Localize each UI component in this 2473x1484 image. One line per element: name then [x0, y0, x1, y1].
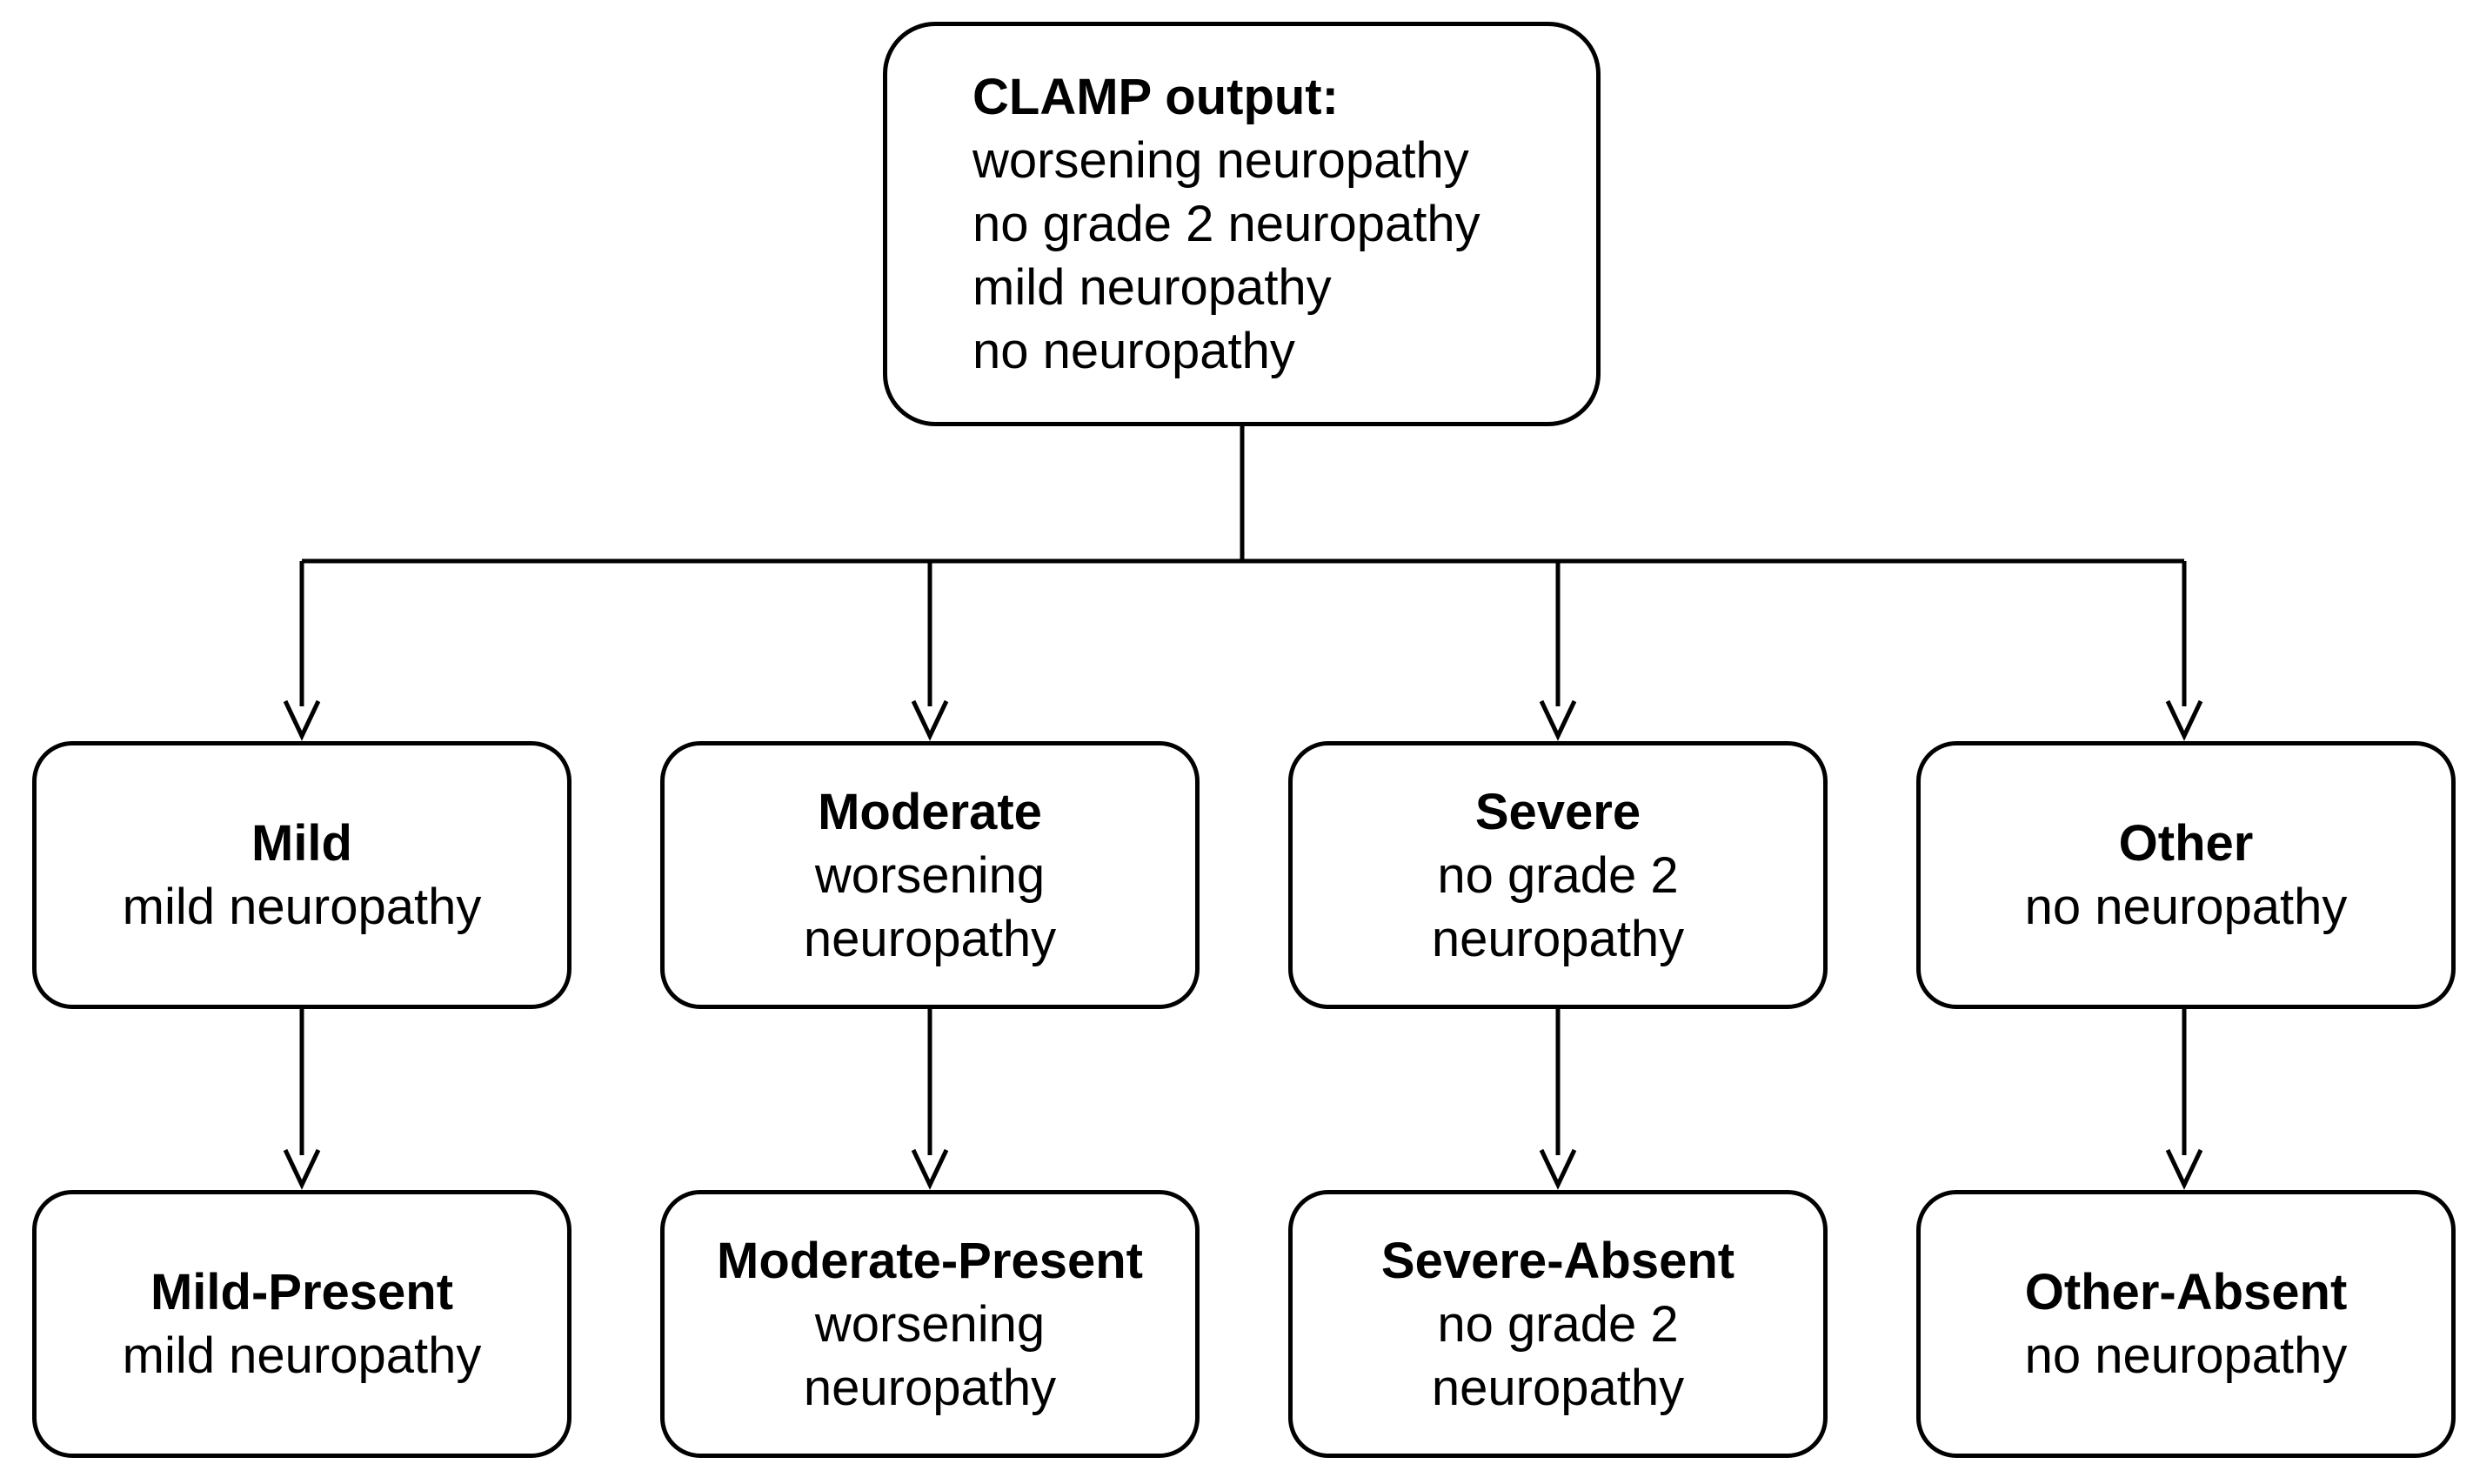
- clamp-output-line: worsening neuropathy: [972, 132, 1469, 189]
- result-box-mild-present: Mild-Present mild neuropathy: [32, 1190, 571, 1458]
- category-line: no neuropathy: [2024, 879, 2348, 935]
- category-title: Severe: [1474, 783, 1641, 840]
- category-title: Other: [2118, 815, 2254, 872]
- clamp-output-box: CLAMP output: worsening neuropathy no gr…: [883, 22, 1601, 426]
- category-line: mild neuropathy: [122, 879, 482, 935]
- category-line: neuropathy: [1431, 910, 1685, 967]
- arrowhead-moderate: [911, 699, 949, 741]
- result-box-severe-absent: Severe-Absent no grade 2 neuropathy: [1288, 1190, 1828, 1458]
- arrowhead-mild: [283, 699, 321, 741]
- result-box-other-absent: Other-Absent no neuropathy: [1916, 1190, 2456, 1458]
- category-box-mild: Mild mild neuropathy: [32, 741, 571, 1009]
- result-title: Moderate-Present: [717, 1232, 1143, 1289]
- arrowhead-moderate-present: [911, 1148, 949, 1190]
- clamp-output-title: CLAMP output:: [972, 69, 1339, 125]
- category-line: no grade 2: [1437, 846, 1679, 904]
- arrowhead-other: [2165, 699, 2203, 741]
- result-line: worsening: [814, 1295, 1046, 1353]
- result-line: neuropathy: [803, 1359, 1057, 1416]
- category-line: neuropathy: [803, 910, 1057, 967]
- clamp-output-line: no neuropathy: [972, 323, 1295, 379]
- arrowhead-other-absent: [2165, 1148, 2203, 1190]
- arrowhead-severe-absent: [1539, 1148, 1577, 1190]
- clamp-output-line: mild neuropathy: [972, 259, 1332, 316]
- result-title: Other-Absent: [2024, 1264, 2348, 1320]
- clamp-output-line: no grade 2 neuropathy: [972, 196, 1480, 252]
- category-title: Mild: [251, 815, 352, 872]
- category-box-moderate: Moderate worsening neuropathy: [660, 741, 1200, 1009]
- category-line: worsening: [814, 846, 1046, 904]
- category-title: Moderate: [818, 783, 1042, 840]
- result-box-moderate-present: Moderate-Present worsening neuropathy: [660, 1190, 1200, 1458]
- result-line: no neuropathy: [2024, 1327, 2348, 1384]
- result-title: Severe-Absent: [1380, 1232, 1735, 1289]
- arrowhead-mild-present: [283, 1148, 321, 1190]
- result-title: Mild-Present: [150, 1264, 454, 1320]
- result-line: neuropathy: [1431, 1359, 1685, 1416]
- category-box-other: Other no neuropathy: [1916, 741, 2456, 1009]
- arrowhead-severe: [1539, 699, 1577, 741]
- result-line: no grade 2: [1437, 1295, 1679, 1353]
- result-line: mild neuropathy: [122, 1327, 482, 1384]
- category-box-severe: Severe no grade 2 neuropathy: [1288, 741, 1828, 1009]
